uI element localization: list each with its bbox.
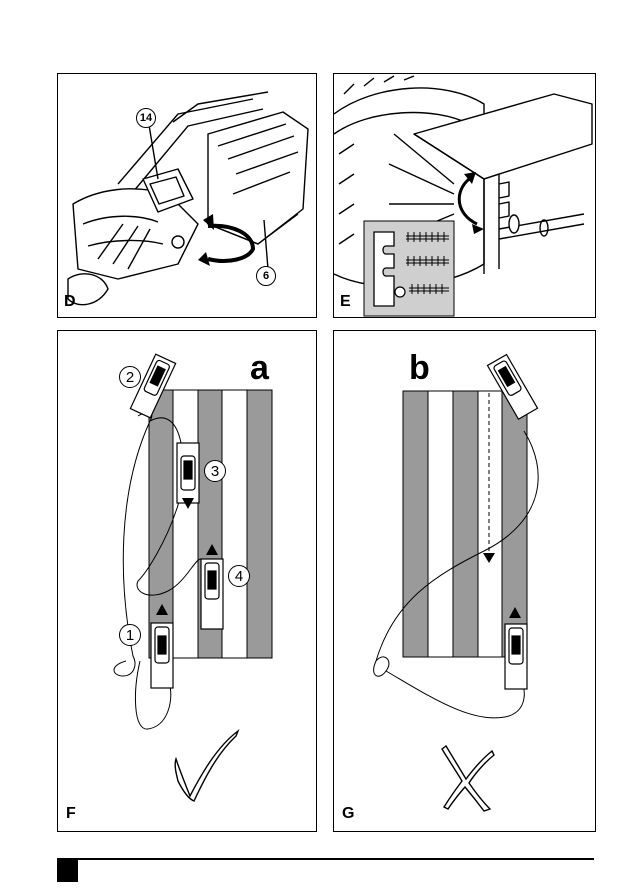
footer-rule (57, 858, 594, 860)
figure-f: a 1 2 3 4 F (57, 330, 317, 832)
panel-label-g: G (342, 805, 354, 823)
correct-mowing-pattern (58, 331, 316, 831)
panel-label-e: E (340, 293, 351, 311)
pattern-heading-a: a (250, 351, 269, 385)
step-3: 3 (204, 460, 226, 482)
check-mark-icon (175, 731, 238, 801)
pattern-heading-b: b (409, 351, 430, 385)
callout-14: 14 (136, 108, 156, 128)
page-tab-marker (57, 860, 78, 882)
incorrect-mowing-pattern (334, 331, 595, 831)
figure-d: 14 6 D (57, 73, 317, 318)
mower-lever-illustration (58, 74, 316, 317)
step-2: 2 (119, 366, 141, 388)
callout-6: 6 (256, 266, 276, 286)
step-4: 4 (228, 565, 250, 587)
figure-e: E (333, 73, 596, 318)
figure-g: b G (333, 330, 596, 832)
step-1: 1 (119, 624, 141, 646)
cross-mark-icon (442, 746, 494, 811)
panel-label-f: F (66, 805, 76, 823)
wheel-height-illustration (334, 74, 595, 317)
panel-label-d: D (64, 293, 76, 311)
